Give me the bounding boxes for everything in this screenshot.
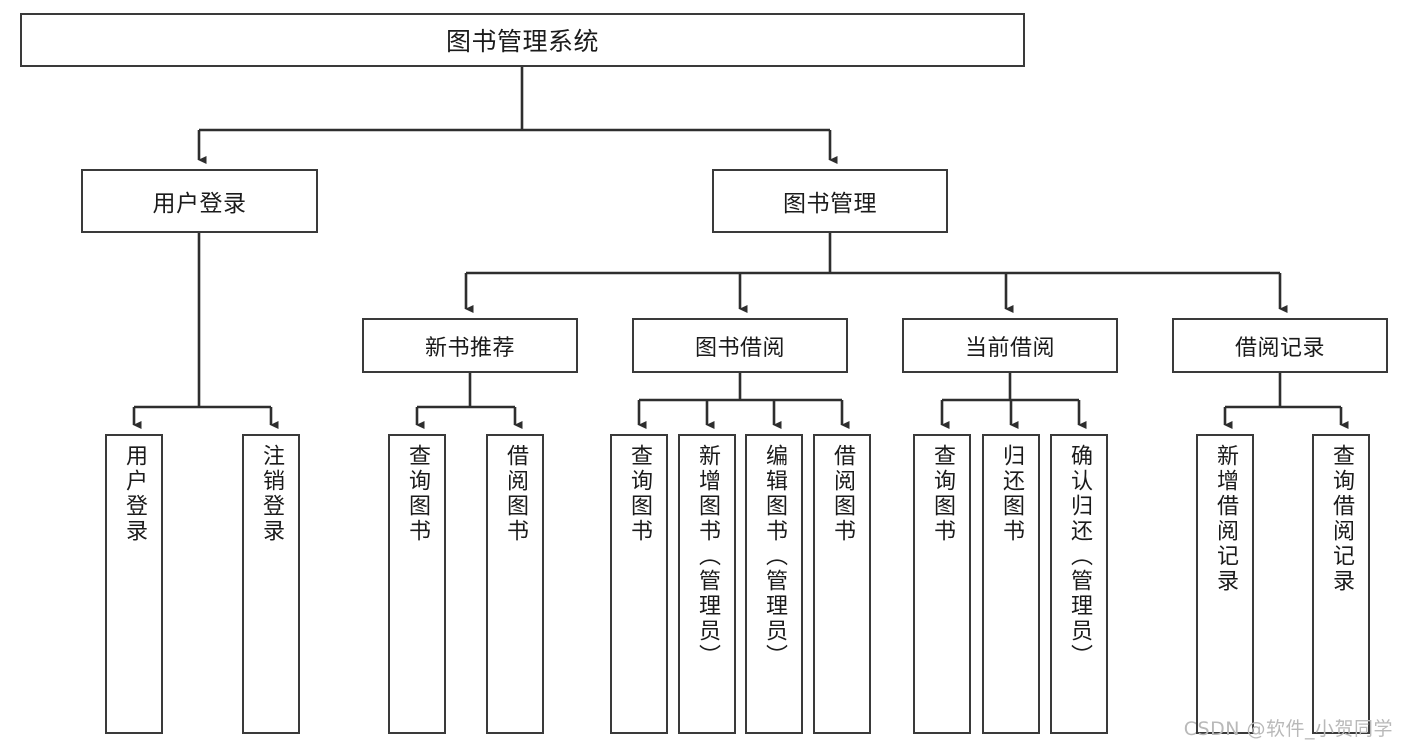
node-root-system-label: 图书管理系统 bbox=[445, 27, 599, 56]
node-borrow-record[interactable]: 借阅记录 bbox=[1172, 318, 1388, 373]
node-leaf-query-book-borrow-label: 查询图书 bbox=[627, 444, 652, 544]
edges-new-book-recommend-to-leaves bbox=[415, 373, 523, 429]
node-leaf-add-borrow-record[interactable]: 新增借阅记录 bbox=[1196, 434, 1254, 734]
edges-user-login-to-leaves bbox=[132, 233, 279, 429]
node-leaf-query-book-borrow[interactable]: 查询图书 bbox=[610, 434, 668, 734]
node-leaf-borrow-book-borrow-label: 借阅图书 bbox=[830, 444, 855, 544]
edges-borrow-record-to-leaves bbox=[1223, 373, 1349, 429]
node-user-login[interactable]: 用户登录 bbox=[81, 169, 318, 233]
node-leaf-add-borrow-record-label: 新增借阅记录 bbox=[1213, 444, 1238, 594]
node-book-borrow-label: 图书借阅 bbox=[694, 335, 785, 361]
node-leaf-user-login-label: 用户登录 bbox=[122, 444, 147, 544]
node-user-login-label: 用户登录 bbox=[152, 191, 247, 217]
node-book-manage-label: 图书管理 bbox=[783, 191, 877, 217]
node-leaf-user-logout-label: 注销登录 bbox=[259, 444, 284, 544]
node-leaf-edit-book-admin[interactable]: 编辑图书（管理员） bbox=[745, 434, 803, 734]
node-leaf-borrow-book-borrow[interactable]: 借阅图书 bbox=[813, 434, 871, 734]
node-book-borrow[interactable]: 图书借阅 bbox=[632, 318, 848, 373]
edges-root-to-level2 bbox=[197, 67, 838, 164]
node-leaf-return-book[interactable]: 归还图书 bbox=[982, 434, 1040, 734]
node-leaf-return-book-label: 归还图书 bbox=[999, 444, 1024, 544]
node-new-book-recommend[interactable]: 新书推荐 bbox=[362, 318, 578, 373]
node-leaf-borrow-book-rec[interactable]: 借阅图书 bbox=[486, 434, 544, 734]
node-leaf-query-borrow-record[interactable]: 查询借阅记录 bbox=[1312, 434, 1370, 734]
edges-current-borrow-to-leaves bbox=[940, 373, 1087, 429]
node-root-system[interactable]: 图书管理系统 bbox=[20, 13, 1025, 67]
node-current-borrow-label: 当前借阅 bbox=[964, 335, 1055, 361]
edges-book-manage-to-level3 bbox=[464, 233, 1288, 313]
node-leaf-user-login[interactable]: 用户登录 bbox=[105, 434, 163, 734]
node-leaf-query-book-rec[interactable]: 查询图书 bbox=[388, 434, 446, 734]
node-leaf-query-book-current[interactable]: 查询图书 bbox=[913, 434, 971, 734]
node-leaf-edit-book-admin-label: 编辑图书（管理员） bbox=[762, 444, 787, 669]
node-leaf-user-logout[interactable]: 注销登录 bbox=[242, 434, 300, 734]
node-leaf-add-book-admin[interactable]: 新增图书（管理员） bbox=[678, 434, 736, 734]
node-leaf-add-book-admin-label: 新增图书（管理员） bbox=[695, 444, 720, 669]
node-leaf-borrow-book-rec-label: 借阅图书 bbox=[503, 444, 528, 544]
node-leaf-query-book-rec-label: 查询图书 bbox=[405, 444, 430, 544]
csdn-watermark: CSDN @软件_小贺同学 bbox=[1183, 718, 1393, 740]
node-new-book-recommend-label: 新书推荐 bbox=[424, 335, 515, 361]
node-leaf-confirm-return-admin-label: 确认归还（管理员） bbox=[1067, 444, 1092, 669]
node-book-manage[interactable]: 图书管理 bbox=[712, 169, 948, 233]
edges-book-borrow-to-leaves bbox=[637, 373, 850, 429]
node-borrow-record-label: 借阅记录 bbox=[1234, 335, 1325, 361]
node-leaf-confirm-return-admin[interactable]: 确认归还（管理员） bbox=[1050, 434, 1108, 734]
node-leaf-query-book-current-label: 查询图书 bbox=[930, 444, 955, 544]
node-current-borrow[interactable]: 当前借阅 bbox=[902, 318, 1118, 373]
node-leaf-query-borrow-record-label: 查询借阅记录 bbox=[1329, 444, 1354, 594]
